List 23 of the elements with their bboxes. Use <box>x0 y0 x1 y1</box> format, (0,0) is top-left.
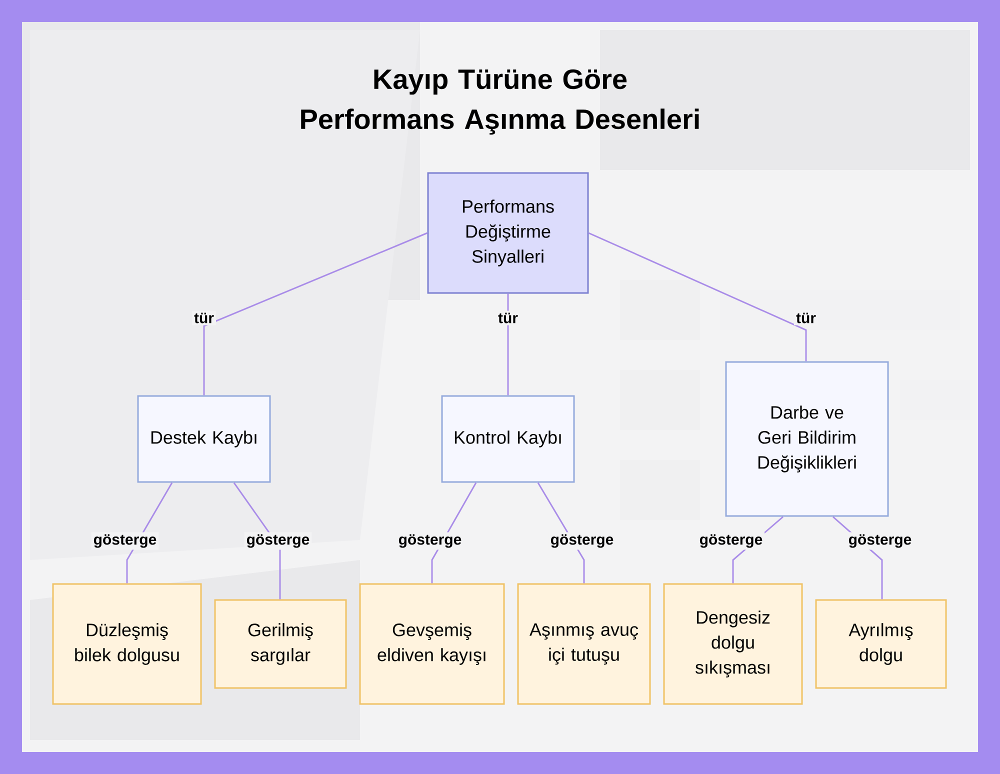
edge-label: gösterge <box>548 532 616 550</box>
process-box: Düzleşmiş bilek dolgusu <box>52 583 202 705</box>
process-box: Dengesiz dolgu sıkışması <box>663 583 803 705</box>
process-box: Kontrol Kaybı <box>441 395 575 483</box>
process-box: Destek Kaybı <box>137 395 271 483</box>
edge-label: gösterge <box>846 532 914 550</box>
connector-line <box>588 232 807 362</box>
edge-label: tür <box>794 310 818 326</box>
edge-label: gösterge <box>396 532 464 550</box>
process-box: Gevşemiş eldiven kayışı <box>359 583 505 705</box>
connector-line <box>203 232 428 396</box>
connector-line <box>507 294 509 396</box>
process-box: Darbe ve Geri Bildirim Değişiklikleri <box>725 361 889 517</box>
edge-label: gösterge <box>91 532 159 550</box>
edge-label: tür <box>192 310 216 326</box>
process-box: Aşınmış avuç içi tutuşu <box>517 583 651 705</box>
edge-label: gösterge <box>244 532 312 550</box>
diagram-title: Kayıp Türüne Göre Performans Aşınma Desenleri <box>301 69 699 135</box>
process-box: Performans Değiştirme Sinyalleri <box>427 172 589 294</box>
process-box: Ayrılmış dolgu <box>815 599 947 689</box>
process-box: Gerilmiş sargılar <box>214 599 347 689</box>
edge-label: gösterge <box>697 532 765 550</box>
edge-label: tür <box>496 310 520 326</box>
